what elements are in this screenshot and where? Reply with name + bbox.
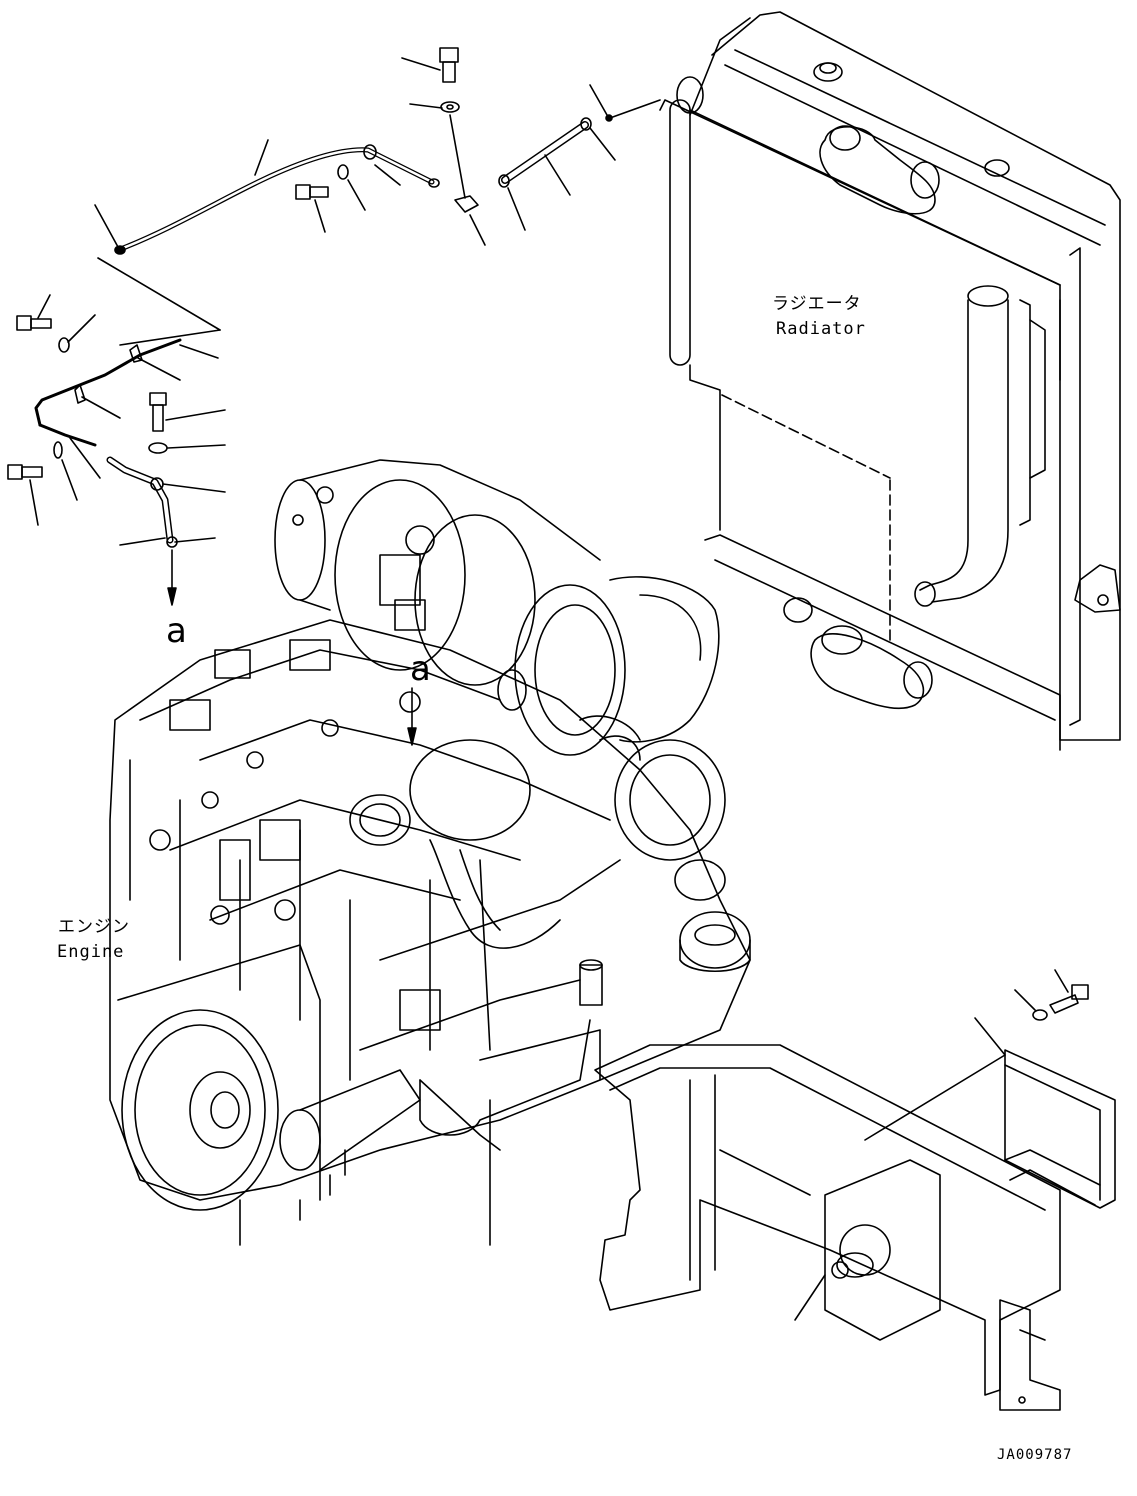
coolant-tube-long [118,150,432,250]
engine-label-jp: エンジン [58,917,130,937]
upper-tube-assembly [95,48,660,345]
radiator-outline [660,12,1120,750]
washer-icon [149,443,167,453]
clamp-icon [450,115,478,212]
radiator-label-jp: ラジエータ [772,294,862,314]
arrow-down-icon [408,688,416,745]
washer-icon [59,338,69,352]
engine-outline [110,460,750,1245]
frame-outline [595,970,1115,1410]
engine-label-en: Engine [57,942,125,962]
washer-icon [1033,1010,1047,1020]
arrow-down-icon [168,550,176,605]
bolt-icon [296,185,328,199]
bolt-icon [8,465,42,479]
radiator-label-en: Radiator [776,319,866,339]
left-pipe-assembly [8,295,225,605]
bolt-icon [440,48,458,82]
washer-icon [338,165,348,179]
washer-icon [54,442,62,458]
figure-id: JA009787 [997,1447,1073,1463]
reference-letter-a-center: a [410,649,431,689]
bolt-icon [1050,985,1088,1013]
bolt-icon [150,393,166,431]
reference-letter-a-left: a [166,611,187,651]
washer-icon [441,102,459,112]
bolt-icon [17,316,51,330]
